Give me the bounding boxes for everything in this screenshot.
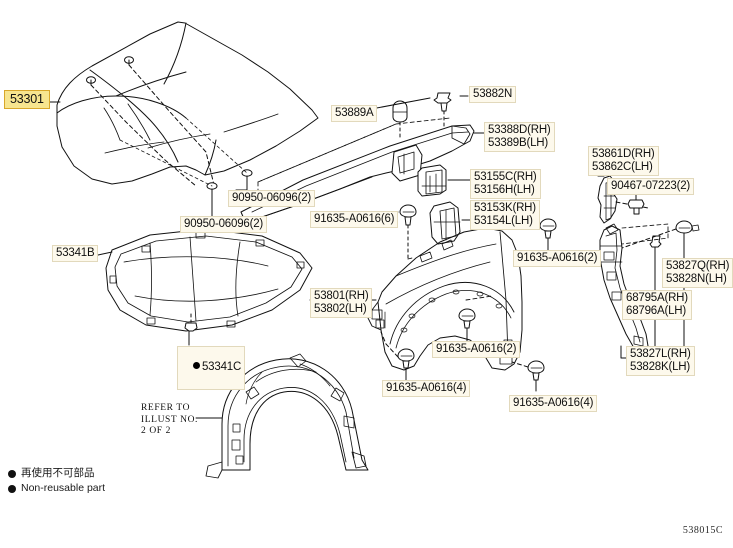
label-fender-panel[interactable]: 53801(RH) 53802(LH) [310, 288, 373, 318]
legend: 再使用不可部品 Non-reusable part [8, 466, 105, 496]
label-seal-retainer[interactable]: 53155C(RH) 53156H(LH) [470, 169, 541, 199]
seal-retainer [417, 164, 447, 197]
non-reusable-marker-icon [192, 362, 200, 370]
label-clip-53882n[interactable]: 53882N [469, 86, 517, 104]
hood-hidden-lines [119, 117, 248, 187]
label-hood-bumper-right[interactable]: 90950-06096(2) [228, 190, 316, 208]
clip-53882n [433, 92, 452, 130]
legend-row-jp: 再使用不可部品 [8, 466, 105, 481]
label-screw-6[interactable]: 91635-A0616(6) [310, 211, 399, 229]
legend-label-en: Non-reusable part [21, 482, 106, 494]
label-upper-bracket[interactable]: 53861D(RH) 53862C(LH) [588, 146, 659, 176]
hood-bumper-callouts [86, 56, 253, 203]
label-hood-insulator-clip-text: 53341C [201, 361, 242, 374]
screw-4-left [380, 331, 415, 383]
label-bolt-90467[interactable]: 90467-07223(2) [607, 178, 695, 196]
label-hood-insulator[interactable]: 53341B [52, 245, 99, 263]
cowl-seal-part [392, 100, 408, 139]
screw-4-lower-right [511, 360, 545, 392]
label-bracket-clip[interactable]: 53827Q(RH) 53828N(LH) [662, 258, 733, 288]
screw-6 [399, 204, 417, 260]
label-hood-bumper-left[interactable]: 90950-06096(2) [180, 216, 268, 234]
label-fender-pad[interactable]: 53153K(RH) 53154L(LH) [470, 200, 540, 230]
screw-2-mid [458, 308, 476, 346]
screw-2-upper-right [539, 218, 557, 251]
insulator-clip [184, 313, 198, 346]
diagram-code: 538015C [682, 525, 723, 536]
filled-circle-icon [8, 484, 16, 493]
main-bracket [599, 223, 649, 353]
refer-to-note: REFER TO ILLUST NO. 2 OF 2 [141, 403, 199, 436]
label-bracket-mid[interactable]: 68795A(RH) 68796A(LH) [622, 290, 692, 320]
label-hood[interactable]: 53301 [4, 90, 50, 110]
label-screw-2-mid[interactable]: 91635-A0616(2) [432, 341, 521, 359]
label-hood-insulator-clip[interactable]: 53341C [177, 346, 246, 390]
label-hood-to-fender-seal[interactable]: 53388D(RH) 53389B(LH) [484, 122, 555, 152]
label-bracket-lower[interactable]: 53827L(RH) 53828K(LH) [626, 346, 695, 376]
legend-label-jp: 再使用不可部品 [21, 467, 95, 479]
label-screw-4-left[interactable]: 91635-A0616(4) [382, 380, 471, 398]
label-screw-4-lower-right[interactable]: 91635-A0616(4) [509, 395, 598, 413]
leader-lines [43, 95, 685, 301]
label-screw-2-upper-right[interactable]: 91635-A0616(2) [513, 250, 602, 268]
hood-outline [56, 21, 319, 185]
fender-pad [429, 201, 461, 245]
filled-circle-icon [8, 469, 16, 478]
legend-row-en: Non-reusable part [8, 481, 105, 496]
hood-insulator-outline [105, 228, 313, 332]
label-cowl-seal[interactable]: 53889A [331, 105, 378, 123]
